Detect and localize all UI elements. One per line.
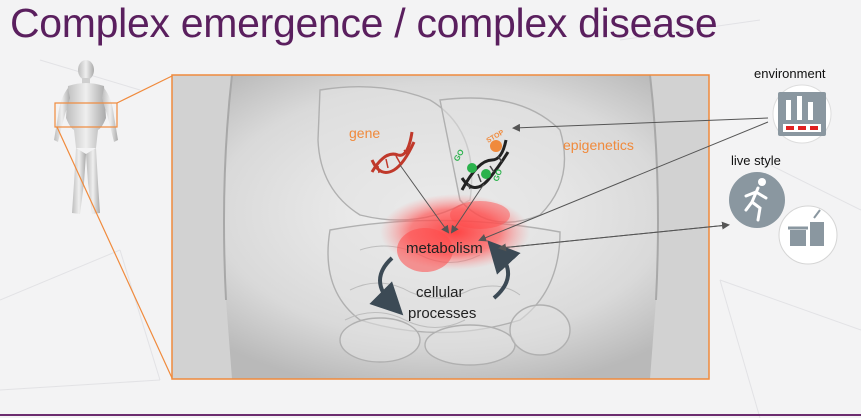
torso-zoom-frame [172,75,709,379]
cellular-label: cellular [416,284,464,301]
livestyle-label: live style [731,153,781,168]
runner-icon [729,172,785,228]
zoom-line-top [117,76,172,103]
gene-label: gene [349,125,380,141]
bottom-accent-line [0,414,861,416]
processes-label: processes [408,305,476,322]
epigenetics-label: epigenetics [563,137,634,153]
metabolism-label: metabolism [406,240,483,257]
zoom-line-bottom [57,127,172,378]
factory-icon [773,85,831,143]
food-icon [779,206,837,264]
environment-label: environment [754,66,826,81]
